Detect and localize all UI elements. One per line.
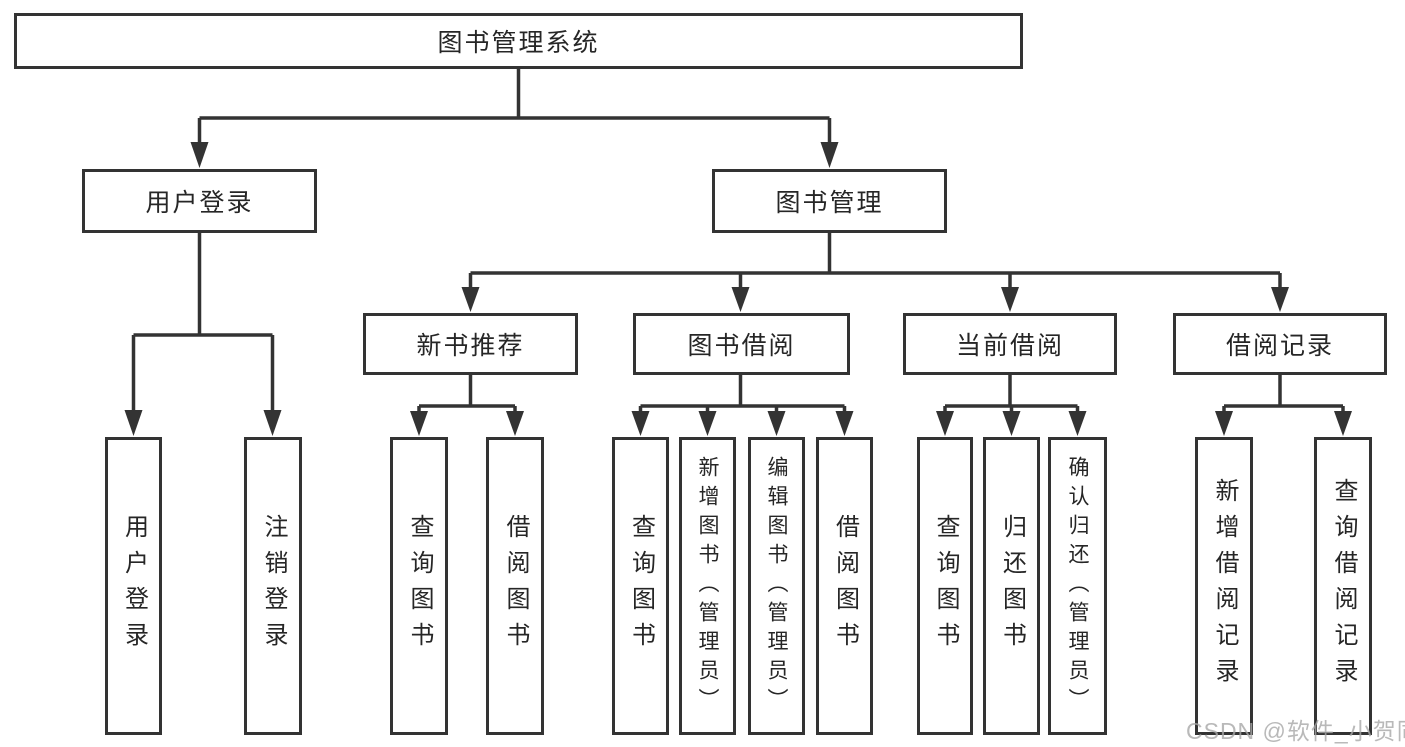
node-label: 新书推荐 bbox=[416, 332, 525, 360]
csdn-watermark: CSDN @软件_小贺同学 bbox=[1186, 718, 1405, 744]
node-label: 图书管理系统 bbox=[437, 29, 600, 57]
node-label: 新增借阅记录 bbox=[1211, 478, 1238, 694]
node-book-borrowing: 图书借阅 bbox=[633, 313, 850, 375]
node-label: 当前借阅 bbox=[955, 332, 1064, 360]
node-user-login: 用户登录 bbox=[82, 169, 317, 233]
leaf-query-books-borrow: 查询图书 bbox=[612, 437, 669, 735]
node-current-borrowing: 当前借阅 bbox=[903, 313, 1117, 375]
node-label: 归还图书 bbox=[998, 514, 1026, 658]
node-label: 图书管理 bbox=[775, 189, 884, 217]
leaf-confirm-return-admin: 确认归还（管理员） bbox=[1048, 437, 1107, 735]
node-label: 用户登录 bbox=[145, 189, 254, 217]
node-label: 图书借阅 bbox=[687, 332, 796, 360]
leaf-borrow-books: 借阅图书 bbox=[816, 437, 873, 735]
leaf-edit-books-admin: 编辑图书（管理员） bbox=[748, 437, 805, 735]
leaf-query-books-current: 查询图书 bbox=[917, 437, 973, 735]
node-label: 查询图书 bbox=[932, 514, 959, 658]
node-library-system: 图书管理系统 bbox=[14, 13, 1023, 69]
node-label: 借阅图书 bbox=[831, 514, 859, 658]
leaf-query-books-recommend: 查询图书 bbox=[390, 437, 448, 735]
node-label: 借阅图书 bbox=[502, 514, 529, 658]
node-label: 注销登录 bbox=[260, 514, 287, 658]
node-label: 借阅记录 bbox=[1225, 332, 1334, 360]
node-borrowing-records: 借阅记录 bbox=[1173, 313, 1387, 375]
node-label: 查询图书 bbox=[406, 514, 433, 658]
node-label: 确认归还（管理员） bbox=[1066, 455, 1089, 717]
node-label: 用户登录 bbox=[120, 514, 148, 658]
node-new-book-recommendation: 新书推荐 bbox=[363, 313, 578, 375]
leaf-add-borrow-record: 新增借阅记录 bbox=[1195, 437, 1253, 735]
leaf-return-books: 归还图书 bbox=[983, 437, 1040, 735]
leaf-borrow-books-recommend: 借阅图书 bbox=[486, 437, 544, 735]
node-label: 编辑图书（管理员） bbox=[765, 455, 788, 717]
node-label: 查询借阅记录 bbox=[1330, 478, 1357, 694]
leaf-user-login: 用户登录 bbox=[105, 437, 162, 735]
leaf-add-books-admin: 新增图书（管理员） bbox=[679, 437, 736, 735]
node-book-management: 图书管理 bbox=[712, 169, 947, 233]
node-label: 查询图书 bbox=[627, 514, 655, 658]
node-label: 新增图书（管理员） bbox=[696, 455, 719, 717]
leaf-query-borrow-record: 查询借阅记录 bbox=[1314, 437, 1372, 735]
leaf-logout-login: 注销登录 bbox=[244, 437, 302, 735]
